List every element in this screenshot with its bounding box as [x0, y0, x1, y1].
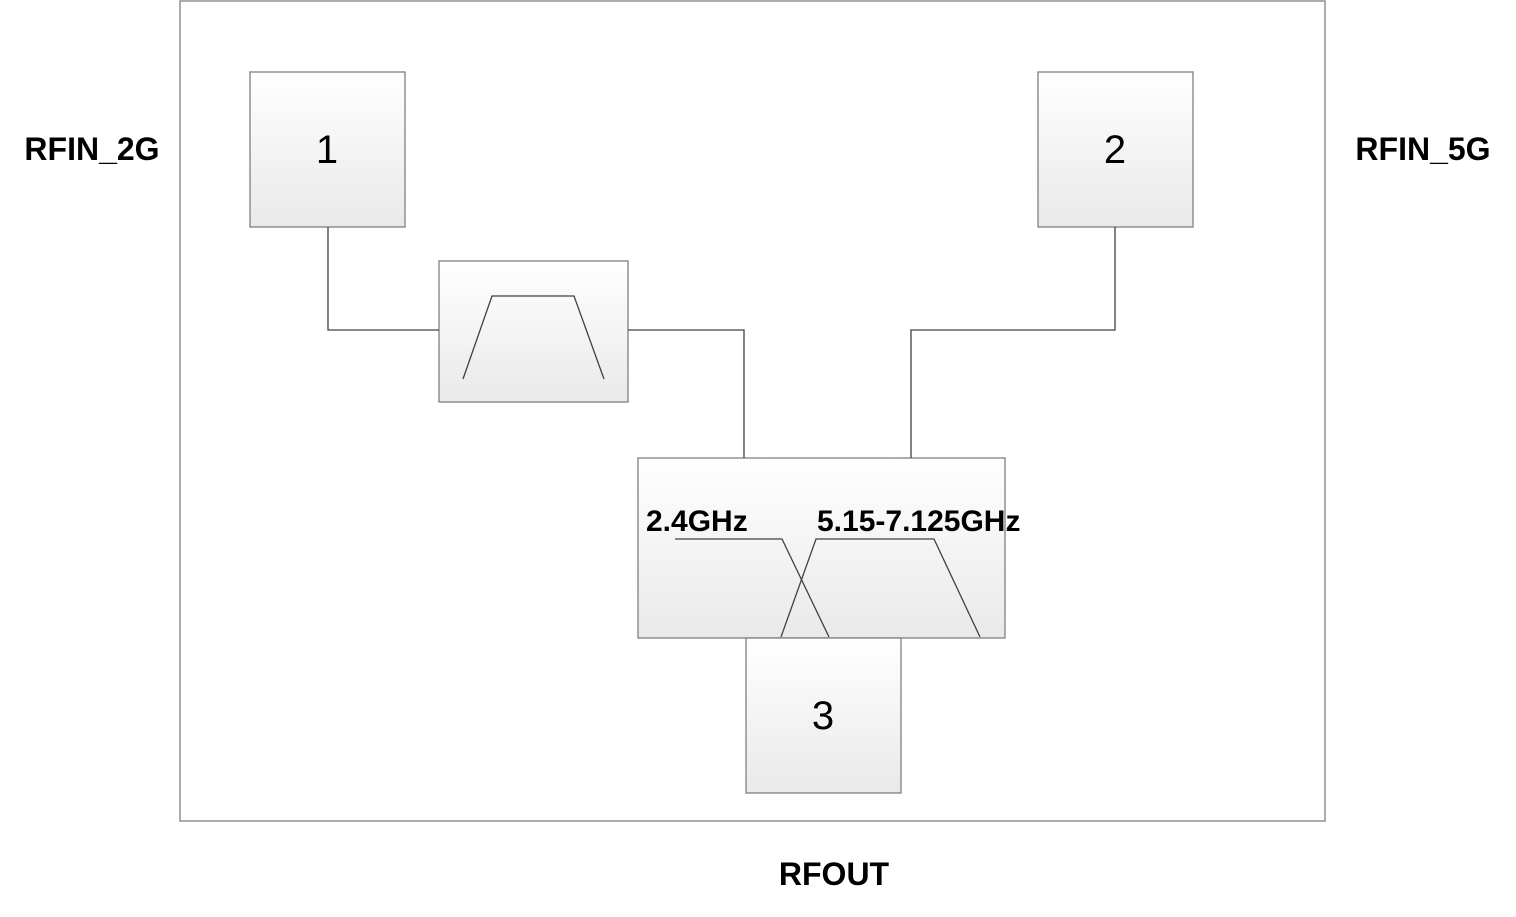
wire-pin2-to-diplexer	[910, 227, 1116, 458]
module-outline	[179, 0, 1326, 822]
highpass-response-icon	[780, 538, 981, 638]
rfout-label: RFOUT	[779, 856, 890, 892]
lowpass-response-icon	[675, 538, 830, 638]
wire-filter-to-diplexer	[628, 329, 745, 458]
pin-2-block: 2	[1037, 71, 1194, 228]
pin-1-block: 1	[249, 71, 406, 228]
low-band-label: 2.4GHz	[646, 505, 748, 538]
rfin-2g-label: RFIN_2G	[24, 131, 159, 167]
bandpass-response-icon	[462, 295, 605, 380]
pin-3-number: 3	[812, 694, 834, 738]
pin-1-number: 1	[316, 128, 338, 172]
diplexer-block: 2.4GHz 5.15-7.125GHz	[637, 457, 1020, 639]
rfin-5g-label: RFIN_5G	[1355, 131, 1490, 167]
bandpass-filter-block	[438, 260, 629, 403]
wire-pin1-to-filter	[327, 227, 439, 331]
pin-2-number: 2	[1104, 128, 1126, 172]
high-band-label: 5.15-7.125GHz	[817, 505, 1020, 538]
pin-3-block: 3	[745, 637, 902, 794]
